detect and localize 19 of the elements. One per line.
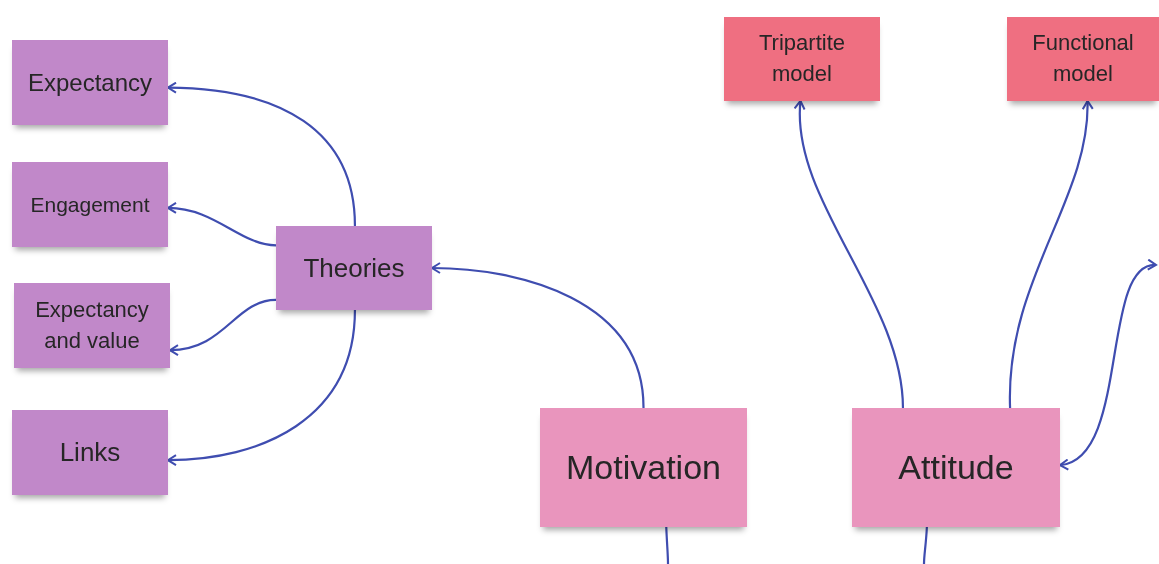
curved-arrow — [169, 298, 277, 356]
curved-arrow — [1059, 261, 1157, 469]
curved-arrow — [794, 100, 905, 409]
sticky-note: Motivation — [540, 408, 747, 527]
curved-arrow — [167, 81, 357, 227]
sticky-note: Expectancy and value — [14, 283, 170, 368]
sticky-note: Tripartite model — [724, 17, 880, 101]
curved-arrow — [167, 309, 357, 466]
connector-line — [922, 526, 928, 564]
sticky-note: Expectancy — [12, 40, 168, 125]
sticky-note: Engagement — [12, 162, 168, 247]
sticky-note: Theories — [276, 226, 432, 310]
curved-arrow — [431, 262, 645, 409]
curved-arrow — [1009, 100, 1094, 408]
curved-arrow — [167, 202, 277, 247]
sticky-note: Links — [12, 410, 168, 495]
connector-line — [665, 526, 670, 564]
sticky-note: Functional model — [1007, 17, 1159, 101]
sticky-note: Attitude — [852, 408, 1060, 527]
